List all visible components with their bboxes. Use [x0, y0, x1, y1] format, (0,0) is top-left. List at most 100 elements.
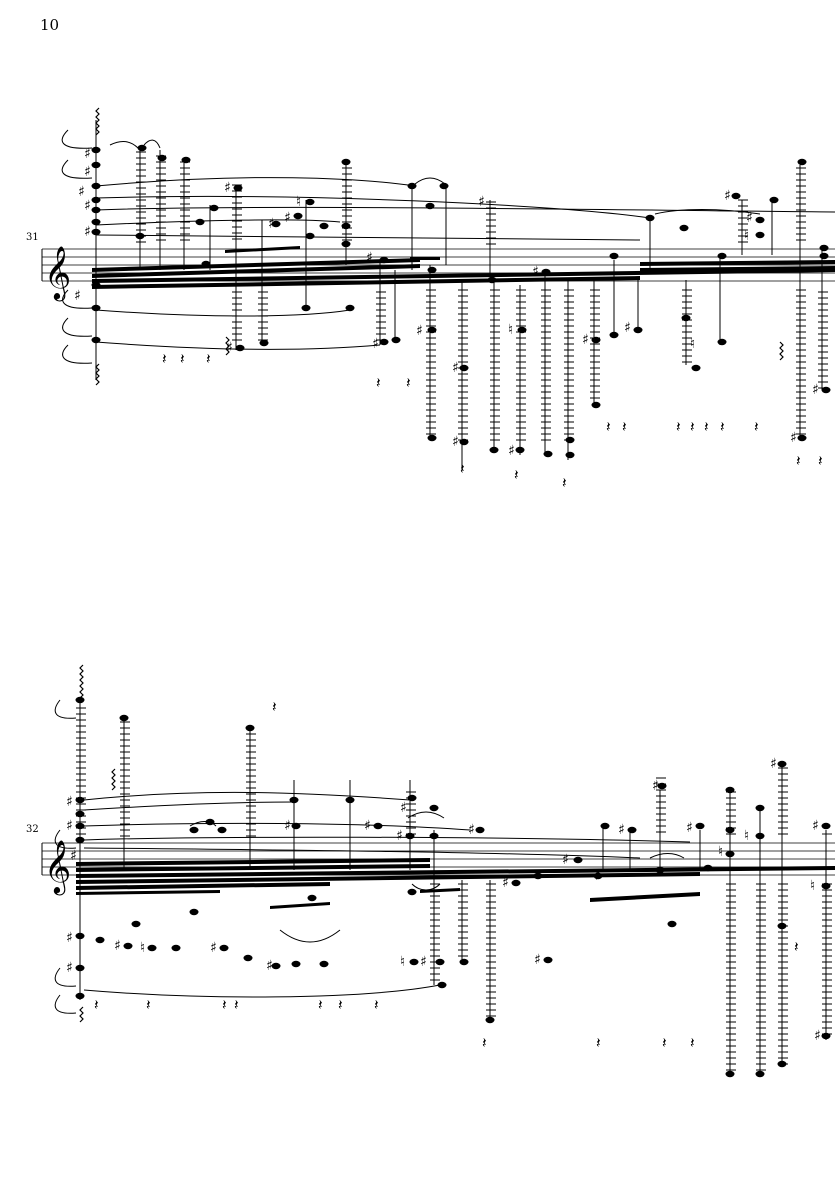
svg-text:♮: ♮ [744, 228, 749, 244]
arpeggio-marks-32 [79, 664, 116, 1023]
svg-text:♮: ♮ [140, 940, 145, 956]
beams-31 [92, 246, 835, 289]
svg-text:♯: ♯ [226, 340, 233, 356]
svg-text:𝄽: 𝄽 [720, 418, 725, 436]
svg-text:𝄽: 𝄽 [234, 996, 239, 1014]
svg-text:♯: ♯ [364, 818, 371, 834]
svg-text:♯: ♯ [84, 224, 91, 240]
svg-text:♯: ♯ [66, 794, 73, 810]
svg-text:♯: ♯ [114, 938, 121, 954]
svg-text:♮: ♮ [744, 828, 749, 844]
measure-number-31: 31 [26, 232, 39, 243]
svg-text:♮: ♮ [690, 336, 695, 352]
stems-31 [95, 120, 823, 470]
svg-text:𝄽: 𝄽 [272, 698, 277, 716]
svg-text:♯: ♯ [618, 822, 625, 838]
svg-text:♯: ♯ [790, 430, 797, 446]
svg-text:𝄽: 𝄽 [460, 460, 465, 478]
noteheads-31 [91, 144, 831, 459]
svg-text:♮: ♮ [400, 954, 405, 970]
slurs-32 [54, 699, 691, 1014]
svg-text:♯: ♯ [210, 940, 217, 956]
accidentals-31: ♯♯♯♯ ♯♯ ♯♯♯♯ ♮♯♯ ♯♯♯♯ ♮♯♯♯ ♯♮♯♯ ♮♯♯ [74, 146, 819, 459]
svg-text:𝄽: 𝄽 [222, 996, 227, 1014]
svg-text:𝄽: 𝄽 [180, 350, 185, 368]
svg-text:𝄽: 𝄽 [374, 996, 379, 1014]
svg-text:♯: ♯ [812, 382, 819, 398]
svg-text:♯: ♯ [468, 822, 475, 838]
svg-text:𝄽: 𝄽 [662, 1034, 667, 1052]
accidentals-32: ♯♯♯♯ ♯♮♯♯ ♯♯♯♯ ♯♮♯♯ ♯♯♯♯ ♯♯♮♮ ♯♯♮♯ [66, 756, 821, 1044]
ledger-lines-below-31 [232, 289, 828, 441]
svg-text:♮: ♮ [718, 844, 723, 860]
slurs-31 [61, 129, 835, 364]
svg-text:♯: ♯ [284, 818, 291, 834]
svg-text:♯: ♯ [746, 210, 753, 226]
svg-text:♯: ♯ [366, 250, 373, 266]
ledger-lines-below-32 [430, 883, 832, 1071]
svg-text:𝄽: 𝄽 [514, 466, 519, 484]
svg-text:♯: ♯ [624, 320, 631, 336]
system-31: 𝄞 [41, 107, 835, 492]
page-number: 10 [40, 16, 60, 34]
treble-clef-icon: 𝄞 [44, 839, 71, 895]
svg-text:♯: ♯ [724, 188, 731, 204]
svg-text:♯: ♯ [78, 184, 85, 200]
svg-text:𝄽: 𝄽 [704, 418, 709, 436]
svg-text:♯: ♯ [452, 360, 459, 376]
svg-text:♯: ♯ [770, 756, 777, 772]
svg-text:𝄽: 𝄽 [794, 938, 799, 956]
arpeggio-marks-31 [95, 107, 784, 386]
svg-text:♯: ♯ [502, 875, 509, 891]
svg-text:♯: ♯ [74, 288, 81, 304]
svg-text:𝄽: 𝄽 [376, 374, 381, 392]
svg-text:𝄽: 𝄽 [676, 418, 681, 436]
svg-text:♯: ♯ [66, 818, 73, 834]
noteheads-32 [75, 696, 831, 1078]
svg-text:♯: ♯ [594, 868, 601, 884]
svg-text:♯: ♯ [416, 323, 423, 339]
svg-text:𝄽: 𝄽 [146, 996, 151, 1014]
svg-text:𝄽: 𝄽 [562, 474, 567, 492]
svg-text:𝄽: 𝄽 [94, 996, 99, 1014]
ledger-lines-32 [76, 707, 832, 837]
svg-text:𝄽: 𝄽 [796, 452, 801, 470]
svg-text:♯: ♯ [66, 960, 73, 976]
svg-text:♯: ♯ [284, 210, 291, 226]
svg-text:♯: ♯ [266, 958, 273, 974]
svg-text:♯: ♯ [812, 818, 819, 834]
svg-text:♯: ♯ [66, 930, 73, 946]
svg-text:♯: ♯ [562, 852, 569, 868]
svg-text:♯: ♯ [224, 180, 231, 196]
svg-text:𝄽: 𝄽 [406, 374, 411, 392]
svg-text:♯: ♯ [814, 1028, 821, 1044]
measure-number-32: 32 [26, 824, 39, 835]
svg-text:𝄽: 𝄽 [318, 996, 323, 1014]
rests-32: 𝄽𝄽𝄽 𝄽𝄽𝄽𝄽 𝄽𝄽𝄽𝄽 𝄽𝄽 [94, 698, 799, 1052]
svg-text:♮: ♮ [296, 194, 301, 210]
beams-32 [76, 858, 835, 909]
svg-text:𝄽: 𝄽 [622, 418, 627, 436]
svg-text:♯: ♯ [268, 216, 275, 232]
svg-text:♮: ♮ [810, 878, 815, 894]
svg-text:𝄽: 𝄽 [338, 996, 343, 1014]
svg-text:𝄽: 𝄽 [206, 350, 211, 368]
svg-text:𝄽: 𝄽 [596, 1034, 601, 1052]
svg-text:♯: ♯ [452, 434, 459, 450]
svg-text:𝄽: 𝄽 [754, 418, 759, 436]
svg-text:♯: ♯ [508, 443, 515, 459]
svg-text:♯: ♯ [372, 336, 379, 352]
rests-31: 𝄽𝄽𝄽 𝄽𝄽𝄽𝄽 𝄽𝄽𝄽𝄽 𝄽𝄽𝄽𝄽 𝄽𝄽 [162, 350, 823, 492]
treble-clef-icon: 𝄞 [44, 245, 71, 301]
svg-text:♯: ♯ [532, 264, 539, 280]
svg-text:♯: ♯ [84, 146, 91, 162]
svg-text:𝄽: 𝄽 [162, 350, 167, 368]
svg-text:𝄽: 𝄽 [818, 452, 823, 470]
svg-text:𝄽: 𝄽 [690, 418, 695, 436]
svg-text:♯: ♯ [396, 828, 403, 844]
svg-text:♯: ♯ [686, 820, 693, 836]
svg-text:𝄽: 𝄽 [482, 1034, 487, 1052]
svg-text:♯: ♯ [534, 952, 541, 968]
system-32: 𝄞 ♯ [41, 664, 835, 1078]
